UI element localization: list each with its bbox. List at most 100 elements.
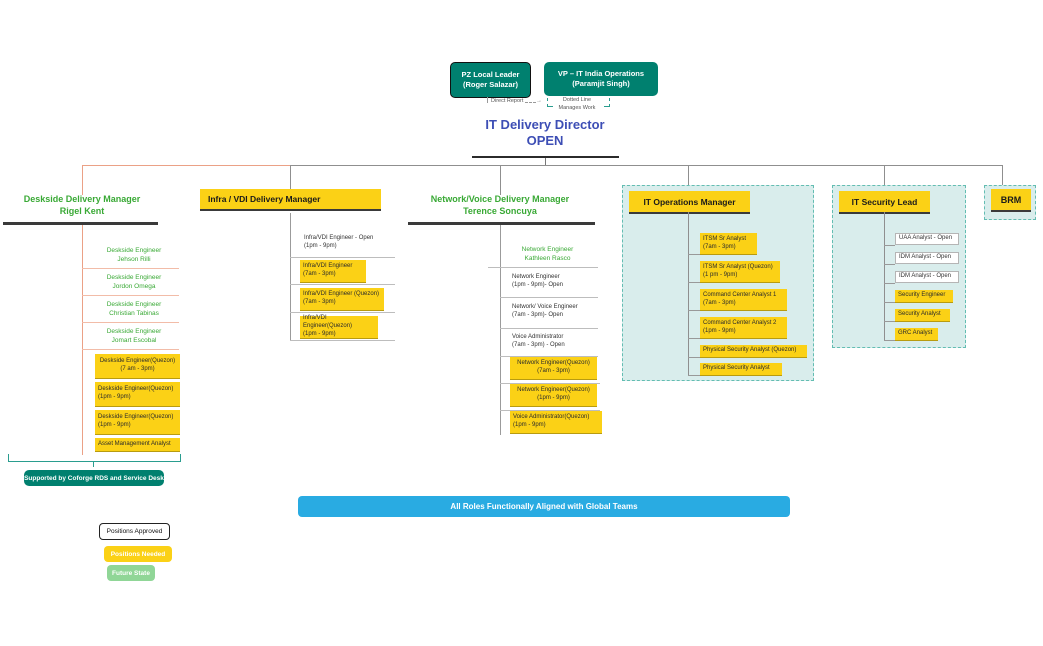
pz-local-leader-node: PZ Local Leader (Roger Salazar) [450, 62, 531, 98]
deskside-needed-node: Deskside Engineer(Quezon) (7 am - 3pm) [95, 354, 180, 378]
member-role: Deskside Engineer [106, 274, 162, 281]
member-role: Deskside Engineer [106, 328, 162, 335]
node-role: Deskside Engineer(Quezon) [98, 414, 174, 421]
node-role: Command Center Analyst 2 [703, 319, 777, 326]
it-ops-stub [688, 338, 700, 339]
security-branch-line [884, 212, 885, 340]
deskside-member: Deskside Engineer Christian Tabinas [88, 301, 180, 319]
item-shift: (1pm - 9pm)- Open [512, 282, 564, 289]
it-ops-manager-header: IT Operations Manager [629, 191, 750, 214]
node-shift: (7am - 3pm) [303, 299, 336, 305]
node-shift: (7am - 3pm) [303, 271, 336, 277]
drop-deskside [82, 166, 83, 195]
deskside-manager-title: Deskside Delivery Manager Rigel Kent [5, 194, 159, 217]
member-name: Jehson Rilli [117, 255, 151, 263]
drop-infra [290, 166, 291, 189]
director-status: OPEN [526, 133, 564, 148]
node-shift: (1pm - 9pm) [303, 330, 336, 337]
node-shift: (1pm - 9pm) [537, 395, 570, 401]
it-ops-needed-node: ITSM Sr Analyst (7am - 3pm) [700, 233, 757, 254]
distributor-line-left [82, 165, 291, 166]
drop-network [500, 166, 501, 195]
infra-branch-line [290, 213, 291, 340]
network-separator [500, 383, 600, 384]
network-title-name: Terence Soncuya [463, 205, 537, 216]
it-ops-stub [688, 375, 700, 376]
network-manager-title: Network/Voice Delivery Manager Terence S… [405, 194, 595, 217]
item-role: Network/ Voice Engineer [512, 304, 578, 310]
deskside-title-name: Rigel Kent [59, 205, 105, 216]
node-shift: (1pm - 9pm) [703, 327, 736, 334]
brm-header: BRM [991, 189, 1031, 212]
network-separator [500, 297, 598, 298]
member-role: Deskside Engineer [106, 247, 162, 254]
pz-leader-role: PZ Local Leader [461, 69, 520, 79]
infra-manager-header: Infra / VDI Delivery Manager [200, 189, 381, 211]
vp-india-operations-node: VP – IT India Operations (Paramjit Singh… [544, 62, 658, 96]
node-shift: (1pm - 9pm) [98, 422, 131, 428]
infra-separator [290, 312, 395, 313]
node-role: ITSM Sr Analyst [703, 235, 747, 242]
security-needed-node: Security Engineer [895, 290, 953, 302]
deskside-member: Deskside Engineer Jordon Omega [88, 274, 180, 292]
item-shift: (7am - 3pm)- Open [512, 312, 564, 319]
node-shift: (7am - 3pm) [703, 243, 736, 250]
infra-needed-node: Infra/VDI Engineer(Quezon) (1pm - 9pm) [300, 315, 378, 338]
dotted-line-label-1: Dotted Line [562, 97, 592, 103]
deskside-separator [82, 349, 179, 350]
pz-leader-name: (Roger Salazar) [462, 80, 519, 89]
legend-positions-needed: Positions Needed [104, 546, 172, 562]
node-shift: (1pm - 9pm) [513, 422, 546, 428]
infra-open-item: Infra/VDI Engineer - Open (1pm - 9pm) [304, 234, 394, 250]
deskside-member: Deskside Engineer Jehson Rilli [88, 247, 180, 265]
dotted-bracket-right [604, 98, 610, 107]
it-ops-needed-node: Physical Security Analyst [700, 363, 782, 375]
support-note-badge: Supported by Coforge RDS and Service Des… [24, 470, 164, 486]
director-underline [472, 156, 619, 158]
item-role: Network Engineer [512, 274, 560, 280]
security-needed-node: GRC Analyst [895, 328, 938, 340]
network-separator [500, 356, 598, 357]
network-open-item: Network/ Voice Engineer (7am - 3pm)- Ope… [512, 303, 602, 319]
infra-separator [290, 257, 395, 258]
node-shift: (7am - 3pm) [703, 299, 736, 306]
deskside-title-bar [3, 222, 158, 225]
it-ops-needed-node: Command Center Analyst 2 (1pm - 9pm) [700, 317, 787, 338]
member-name: Jomart Escobal [111, 336, 157, 344]
node-role: Physical Security Analyst (Quezon) [703, 347, 797, 354]
deskside-needed-node: Asset Management Analyst [95, 438, 180, 451]
network-needed-node: Network Engineer(Quezon) (7am - 3pm) [510, 357, 597, 379]
network-open-item: Voice Administrator (7am - 3pm) - Open [512, 333, 602, 349]
network-separator [488, 267, 598, 268]
direct-report-dash [525, 102, 536, 103]
member-name: Kathleen Rasco [524, 254, 571, 262]
security-stub [884, 321, 895, 322]
node-role: ITSM Sr Analyst (Quezon) [703, 263, 773, 270]
item-role: Infra/VDI Engineer - Open [304, 235, 374, 241]
dotted-line-label-2: Manages Work [558, 105, 596, 111]
deskside-needed-node: Deskside Engineer(Quezon) (1pm - 9pm) [95, 410, 180, 434]
dotted-bracket-left [547, 98, 553, 107]
item-shift: (1pm - 9pm) [304, 243, 337, 250]
node-role: Infra/VDI Engineer(Quezon) [303, 315, 353, 330]
member-name: Christian Tabinas [109, 309, 159, 317]
director-drop-connector [545, 158, 546, 166]
direct-report-arrow-icon: → [536, 98, 542, 104]
security-needed-node: Security Analyst [895, 309, 950, 321]
deskside-separator [82, 268, 179, 269]
network-separator [500, 410, 600, 411]
security-open-node: UAA Analyst - Open [895, 233, 959, 245]
legend-future-state: Future State [107, 565, 155, 581]
deskside-support-bracket [8, 454, 181, 462]
it-ops-stub [688, 357, 700, 358]
node-role: Voice Administrator(Quezon) [513, 414, 590, 421]
security-stub [884, 245, 895, 246]
infra-needed-node: Infra/VDI Engineer (Quezon) (7am - 3pm) [300, 288, 384, 310]
it-ops-branch-line [688, 212, 689, 375]
node-role: Infra/VDI Engineer (Quezon) [303, 291, 380, 298]
security-lead-header: IT Security Lead [839, 191, 930, 214]
node-role: Command Center Analyst 1 [703, 291, 777, 298]
infra-separator [290, 340, 395, 341]
infra-separator [290, 284, 395, 285]
